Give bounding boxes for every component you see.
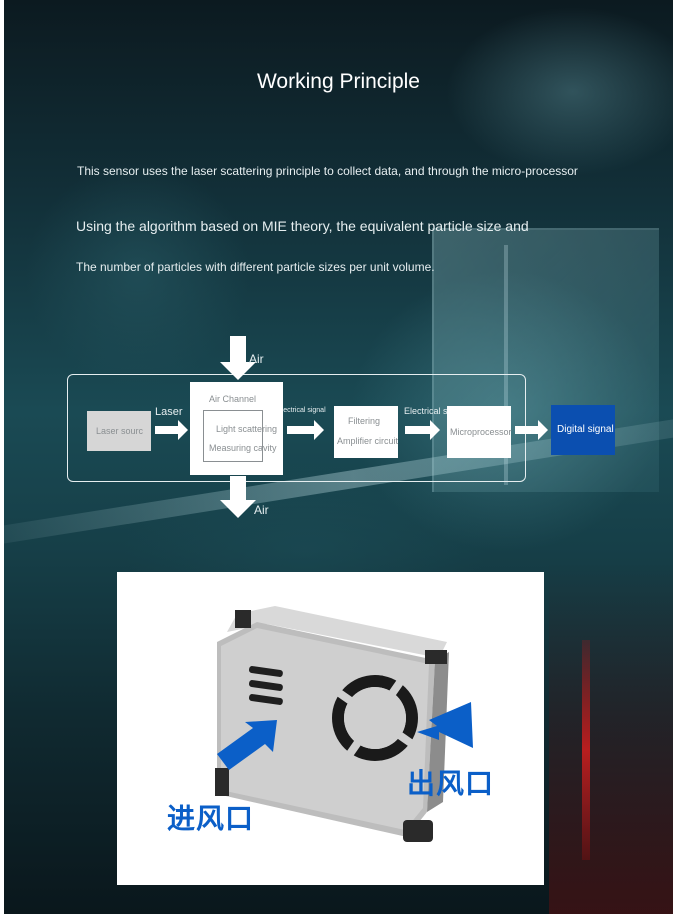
laser-source-label: Laser sourc xyxy=(96,426,144,436)
air-in-label: Air xyxy=(249,352,264,366)
air-in-arrow xyxy=(220,336,256,380)
measuring-cavity-label: Measuring cavity xyxy=(209,443,277,453)
inlet-label: 进风口 xyxy=(167,802,255,835)
paragraph-3: The number of particles with different p… xyxy=(76,260,435,274)
electrical-signal-label-2: Electrical signal xyxy=(404,406,467,416)
red-light xyxy=(582,640,590,860)
sensor-top-face xyxy=(227,606,447,658)
signal-arrow-2 xyxy=(405,420,440,440)
signal-arrow-3 xyxy=(515,420,548,440)
microprocessor-label: Microprocessor xyxy=(450,427,512,437)
air-out-label: Air xyxy=(254,503,269,517)
filtering-label: Filtering xyxy=(348,416,381,426)
light-scattering-label: Light scattering xyxy=(216,424,278,434)
outlet-arrow-icon xyxy=(417,702,473,748)
glass-edge xyxy=(504,245,508,485)
amplifier-label: Amplifier circuit xyxy=(337,436,399,446)
product-photo: 进风口 出风口 xyxy=(117,572,544,885)
clip-bottom-right xyxy=(403,820,433,842)
measuring-cavity-box xyxy=(203,410,263,462)
air-channel-box: Air Channel xyxy=(190,382,283,475)
paragraph-2: Using the algorithm based on MIE theory,… xyxy=(76,218,529,234)
laser-source-box: Laser sourc xyxy=(87,411,151,451)
electrical-signal-label-1: Electrical signal xyxy=(277,407,326,414)
page-title: Working Principle xyxy=(256,70,420,93)
vent-slot-2 xyxy=(248,680,283,691)
signal-arrow-1 xyxy=(287,420,324,440)
poster-background: Working Principle This sensor uses the l… xyxy=(4,0,673,914)
outlet-label: 出风口 xyxy=(407,767,495,800)
red-glow xyxy=(549,560,673,914)
microprocessor-box: Microprocessor xyxy=(447,406,512,458)
air-channel-label: Air Channel xyxy=(209,394,257,404)
filtering-box: Filtering Amplifier circuit xyxy=(334,406,398,458)
air-out-arrow xyxy=(220,476,256,518)
laser-label: Laser xyxy=(155,406,183,418)
digital-signal-box: Digital signal xyxy=(551,405,615,455)
vent-slot-1 xyxy=(248,666,283,677)
inlet-arrow-icon xyxy=(217,720,277,770)
laser-arrow xyxy=(155,420,188,440)
clip-bottom-left xyxy=(215,768,229,796)
vent-slot-3 xyxy=(248,694,283,705)
sensor-module-image xyxy=(215,606,473,842)
clip-top-left xyxy=(235,610,251,628)
clip-top-right xyxy=(425,650,447,664)
digital-signal-label: Digital signal xyxy=(557,424,614,435)
diagram-arrows xyxy=(155,336,548,518)
paragraph-1: This sensor uses the laser scattering pr… xyxy=(77,164,578,178)
